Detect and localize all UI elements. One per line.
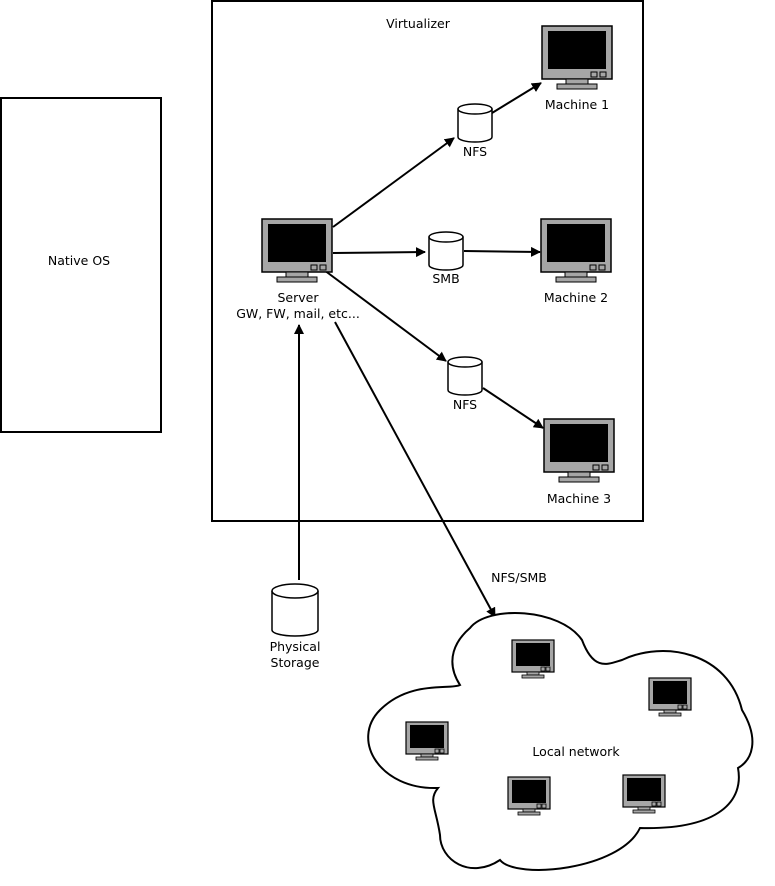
network-computer-icon [511, 639, 555, 679]
server-roles-label: GW, FW, mail, etc... [236, 306, 360, 321]
server-monitor-icon [261, 218, 333, 283]
network-computer-icon [405, 721, 449, 761]
machine-3-monitor-icon [543, 418, 615, 483]
native-os-label: Native OS [48, 253, 110, 268]
smb-storage-icon [428, 231, 464, 271]
physical-storage-icon [271, 583, 319, 637]
local-network-label: Local network [532, 744, 620, 759]
native-os-box [0, 97, 162, 433]
edge-server-to-nfs-top [332, 137, 455, 228]
network-computer-icon [622, 774, 666, 814]
server-label: Server [278, 290, 320, 305]
nfs-smb-link-label: NFS/SMB [491, 570, 547, 585]
machine-2-monitor-icon [540, 218, 612, 283]
physical-storage-label-line1: Physical [270, 639, 321, 654]
edge-server-to-local-network [334, 321, 496, 618]
edge-server-to-smb [332, 247, 426, 258]
machine-1-label: Machine 1 [545, 97, 609, 112]
nfs-bottom-storage-icon [447, 356, 483, 396]
machine-2-label: Machine 2 [544, 290, 608, 305]
virtualizer-label: Virtualizer [386, 16, 451, 31]
edge-nfs-bottom-to-machine-3 [482, 387, 544, 429]
network-computer-icon [648, 677, 692, 717]
nfs-top-storage-icon [457, 103, 493, 143]
nfs-bottom-label: NFS [453, 397, 477, 412]
edge-server-to-nfs-bottom [323, 269, 447, 362]
smb-label: SMB [432, 271, 459, 286]
machine-3-label: Machine 3 [547, 491, 611, 506]
physical-storage-label-line2: Storage [271, 655, 320, 670]
network-computer-icon [507, 776, 551, 816]
edge-smb-to-machine-2 [463, 246, 541, 257]
nfs-top-label: NFS [463, 144, 487, 159]
edge-nfs-top-to-machine-1 [491, 82, 542, 114]
machine-1-monitor-icon [541, 25, 613, 90]
